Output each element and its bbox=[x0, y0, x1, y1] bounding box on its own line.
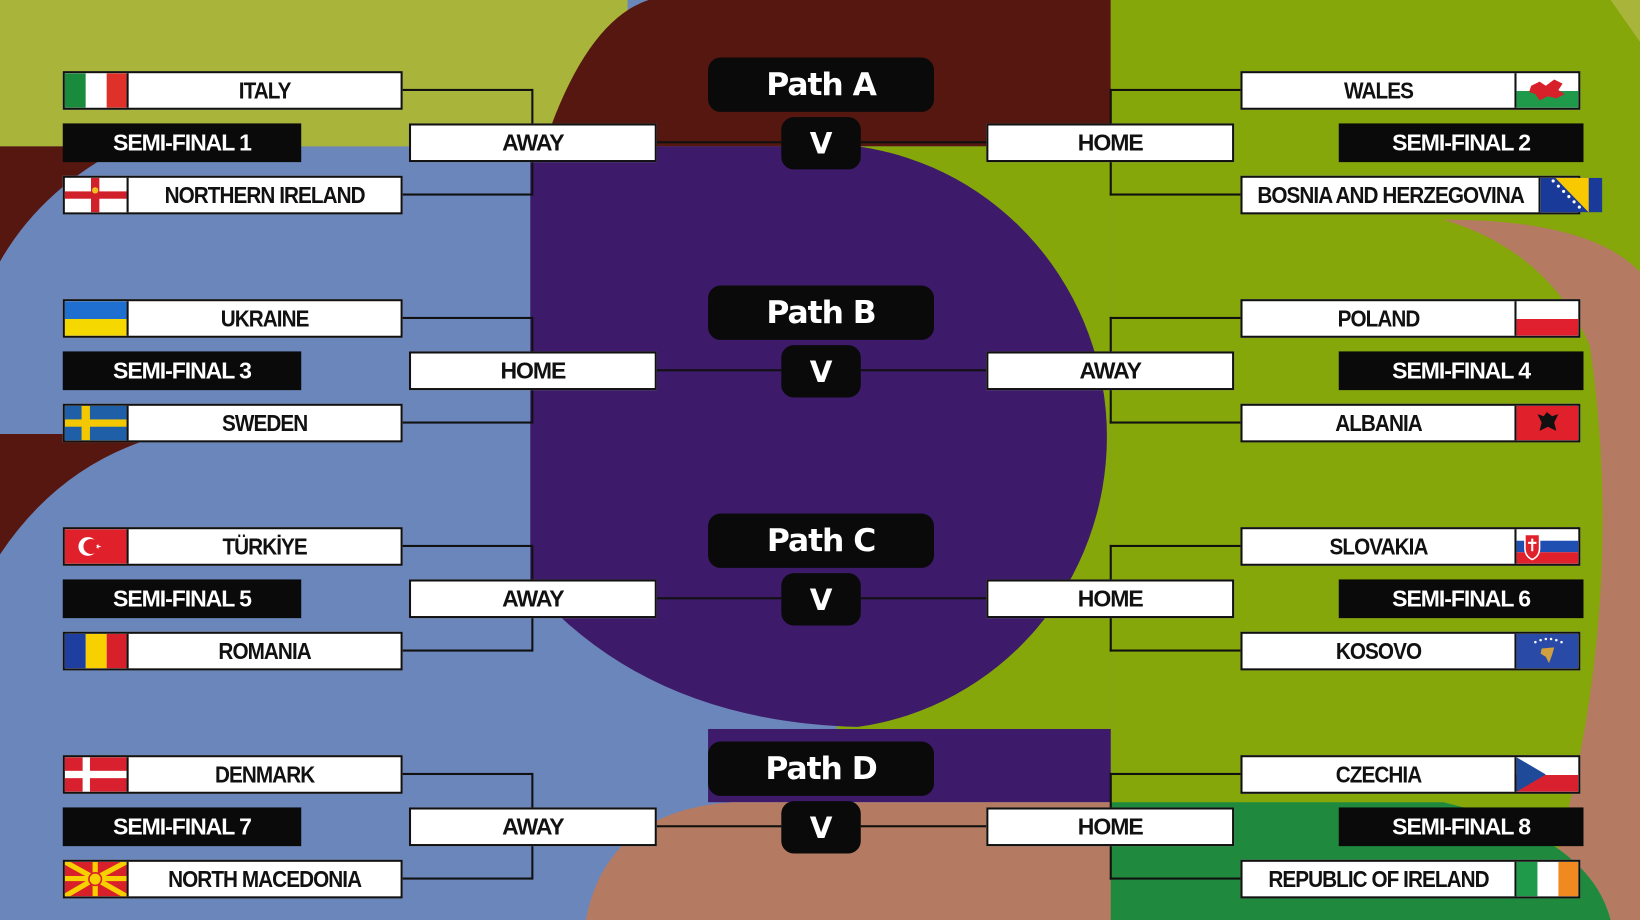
team-name: NORTH MACEDONIA bbox=[168, 865, 362, 892]
bracket-line bbox=[400, 88, 533, 91]
venue-left: AWAY bbox=[408, 807, 657, 847]
bracket-line bbox=[1109, 193, 1241, 196]
team-name: ROMANIA bbox=[218, 637, 311, 664]
venue-right: HOME bbox=[986, 807, 1235, 847]
northern-ireland-flag-icon bbox=[64, 177, 129, 213]
bracket-line bbox=[1109, 316, 1241, 319]
semi-final-label: SEMI-FINAL 4 bbox=[1338, 351, 1584, 391]
team-poland[interactable]: POLAND bbox=[1240, 299, 1581, 338]
path-label: Path D bbox=[708, 741, 934, 796]
kosovo-flag-icon bbox=[1514, 633, 1579, 669]
team-name: ITALY bbox=[238, 76, 292, 104]
versus-badge: V bbox=[781, 117, 861, 170]
team-kosovo[interactable]: KOSOVO bbox=[1240, 631, 1581, 671]
team-name: DENMARK bbox=[214, 760, 315, 788]
team-denmark[interactable]: DENMARK bbox=[62, 755, 403, 794]
czechia-flag-icon bbox=[1514, 757, 1579, 792]
bosnia-flag-icon bbox=[1538, 177, 1603, 213]
team-czechia[interactable]: CZECHIA bbox=[1240, 755, 1581, 794]
bracket-line bbox=[860, 597, 987, 600]
team-name: KOSOVO bbox=[1335, 637, 1422, 664]
slovakia-flag-icon bbox=[1514, 529, 1579, 564]
venue-left: AWAY bbox=[408, 123, 657, 163]
italy-flag-icon bbox=[64, 73, 129, 108]
bracket-line bbox=[400, 877, 533, 880]
semi-final-label: SEMI-FINAL 2 bbox=[1338, 123, 1584, 163]
versus-badge: V bbox=[781, 345, 861, 398]
team-wales[interactable]: WALES bbox=[1240, 71, 1581, 110]
team-name: REPUBLIC OF IRELAND bbox=[1268, 865, 1489, 892]
albania-flag-icon bbox=[1514, 405, 1579, 441]
team-name: UKRAINE bbox=[220, 304, 310, 332]
semi-final-label: SEMI-FINAL 5 bbox=[62, 579, 302, 619]
bracket-line bbox=[860, 141, 987, 144]
bracket-line bbox=[1109, 877, 1241, 880]
bracket-line bbox=[400, 421, 533, 424]
team-north-macedonia[interactable]: NORTH MACEDONIA bbox=[62, 859, 403, 899]
bracket-line bbox=[1109, 544, 1241, 548]
romania-flag-icon bbox=[64, 633, 129, 669]
team-name: NORTHERN IRELAND bbox=[164, 181, 366, 208]
versus-badge: V bbox=[781, 573, 861, 626]
team-name: SWEDEN bbox=[221, 409, 308, 436]
ukraine-flag-icon bbox=[64, 301, 129, 336]
north-macedonia-flag-icon bbox=[64, 861, 129, 897]
bracket-line bbox=[860, 369, 987, 372]
team-name: ALBANIA bbox=[1335, 409, 1423, 436]
semi-final-label: SEMI-FINAL 3 bbox=[62, 351, 302, 391]
bracket-line bbox=[655, 369, 782, 372]
bracket-line bbox=[655, 825, 782, 828]
bracket-line bbox=[400, 649, 533, 652]
bracket-line bbox=[400, 316, 533, 319]
semi-final-label: SEMI-FINAL 1 bbox=[62, 123, 302, 163]
bracket-line bbox=[400, 772, 533, 776]
bracket-line bbox=[1109, 772, 1241, 776]
bracket-line bbox=[1109, 88, 1241, 91]
semi-final-label: SEMI-FINAL 7 bbox=[62, 807, 302, 847]
versus-badge: V bbox=[781, 801, 861, 854]
team-name: POLAND bbox=[1337, 304, 1421, 332]
bracket-line bbox=[860, 825, 987, 828]
team-name: WALES bbox=[1344, 76, 1414, 104]
bracket-line bbox=[400, 544, 533, 548]
semi-final-label: SEMI-FINAL 8 bbox=[1338, 807, 1584, 847]
venue-left: HOME bbox=[408, 351, 657, 391]
team-name: SLOVAKIA bbox=[1329, 532, 1429, 560]
path-label: Path A bbox=[708, 57, 934, 112]
team-northern-ireland[interactable]: NORTHERN IRELAND bbox=[62, 175, 403, 215]
sweden-flag-icon bbox=[64, 405, 129, 441]
team-name: TÜRKİYE bbox=[222, 532, 307, 560]
ireland-flag-icon bbox=[1514, 861, 1579, 897]
team-ukraine[interactable]: UKRAINE bbox=[62, 299, 403, 338]
bracket-line bbox=[400, 193, 533, 196]
wales-flag-icon bbox=[1514, 73, 1579, 108]
venue-right: HOME bbox=[986, 579, 1235, 619]
denmark-flag-icon bbox=[64, 757, 129, 792]
team-bosnia[interactable]: BOSNIA AND HERZEGOVINA bbox=[1240, 175, 1603, 215]
venue-left: AWAY bbox=[408, 579, 657, 619]
team-romania[interactable]: ROMANIA bbox=[62, 631, 403, 671]
venue-right: HOME bbox=[986, 123, 1235, 163]
semi-final-label: SEMI-FINAL 6 bbox=[1338, 579, 1584, 619]
bracket-line bbox=[655, 597, 782, 600]
bracket-line bbox=[1109, 421, 1241, 424]
poland-flag-icon bbox=[1514, 301, 1579, 336]
team-name: CZECHIA bbox=[1335, 760, 1422, 788]
path-label: Path B bbox=[708, 285, 934, 340]
bracket-line bbox=[655, 141, 782, 144]
team-sweden[interactable]: SWEDEN bbox=[62, 403, 403, 443]
team-name: BOSNIA AND HERZEGOVINA bbox=[1257, 181, 1524, 208]
bracket-line bbox=[1109, 649, 1241, 652]
venue-right: AWAY bbox=[986, 351, 1235, 391]
team-italy[interactable]: ITALY bbox=[62, 71, 403, 110]
team-ireland[interactable]: REPUBLIC OF IRELAND bbox=[1240, 859, 1581, 899]
team-albania[interactable]: ALBANIA bbox=[1240, 403, 1581, 443]
turkiye-flag-icon bbox=[64, 529, 129, 564]
path-label: Path C bbox=[708, 513, 934, 568]
team-slovakia[interactable]: SLOVAKIA bbox=[1240, 527, 1581, 566]
team-turkiye[interactable]: TÜRKİYE bbox=[62, 527, 403, 566]
